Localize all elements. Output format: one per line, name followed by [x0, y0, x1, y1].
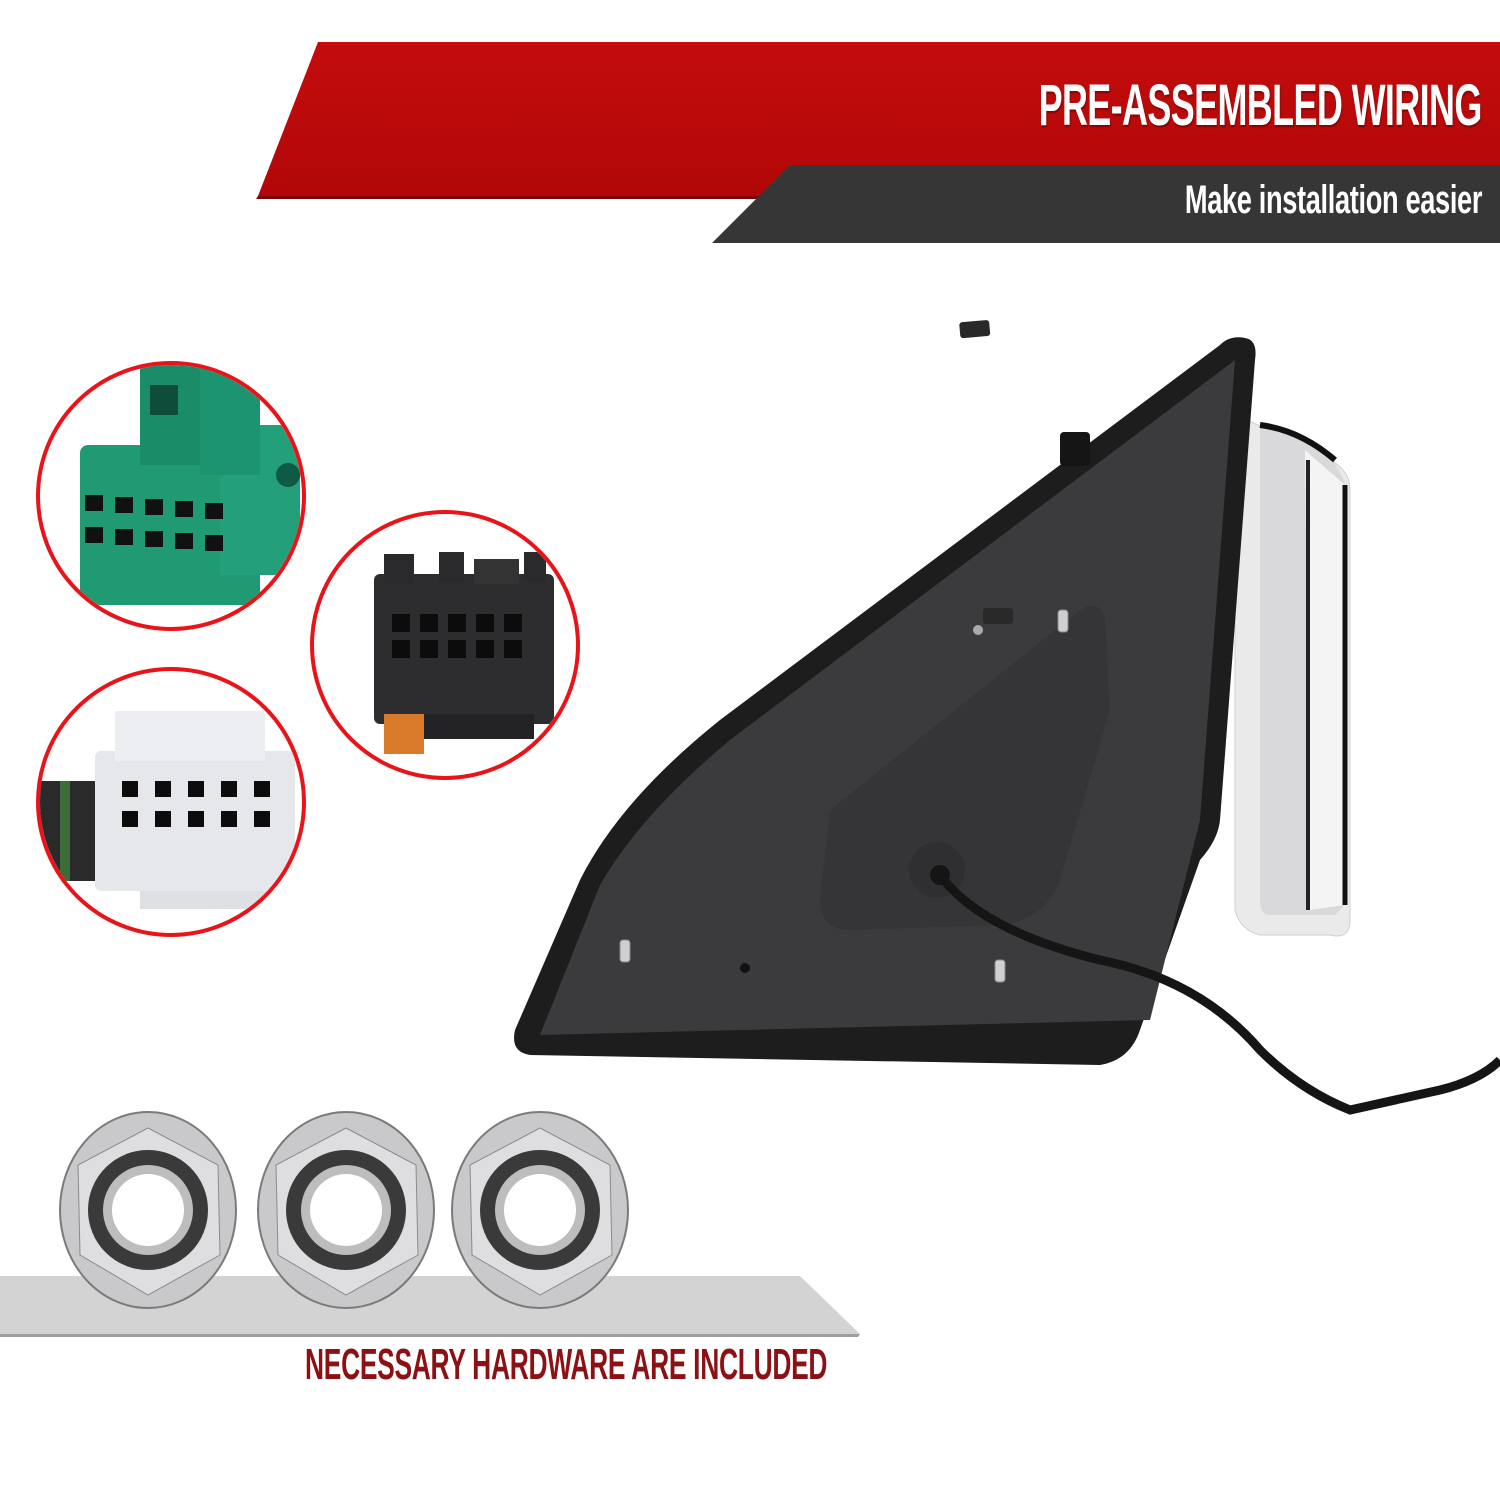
green-connector-callout: [36, 361, 306, 631]
white-connector-image: [40, 711, 295, 909]
hardware-nuts: [58, 1110, 629, 1310]
headline: PRE-ASSEMBLED WIRING: [1038, 73, 1483, 138]
bolt: [1057, 609, 1069, 633]
hardware-shelf: [0, 1276, 860, 1337]
side-mirror-image: [500, 320, 1500, 1120]
green-connector-image: [80, 365, 300, 605]
hardware-caption: NECESSARY HARDWARE ARE INCLUDED: [305, 1340, 828, 1389]
red-banner-shape: [258, 42, 1500, 196]
header-banner: PRE-ASSEMBLED WIRING Make installation e…: [0, 0, 1500, 260]
black-connector-image: [374, 552, 554, 754]
flange-nut: [257, 1111, 435, 1309]
subline: Make installation easier: [1184, 178, 1483, 222]
flange-nut: [59, 1111, 237, 1309]
white-connector-callout: [36, 667, 306, 937]
banner-shapes: [256, 42, 1500, 243]
black-connector-callout: [310, 510, 580, 780]
dark-banner-shape: [712, 165, 1500, 243]
flange-nut: [451, 1111, 629, 1309]
